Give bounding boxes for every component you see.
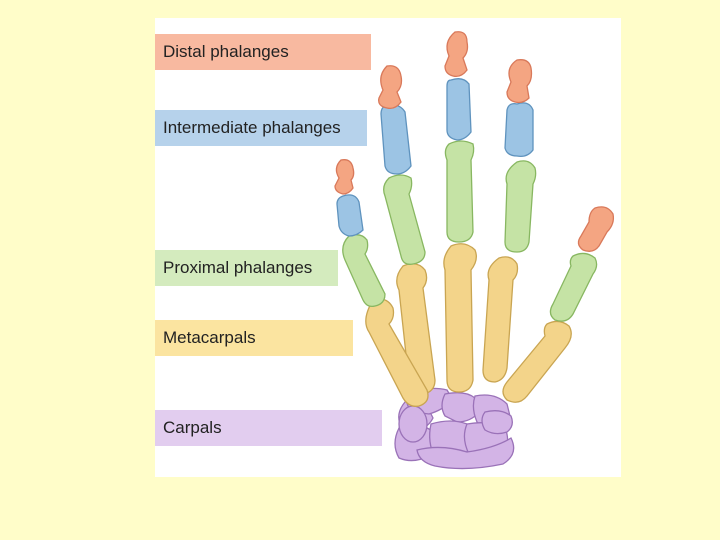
carpal-left-oval — [398, 405, 428, 443]
little-finger — [334, 159, 429, 407]
proximal-phalanx-middle — [444, 140, 475, 243]
distal-phalanx-thumb — [577, 206, 615, 252]
index-finger — [482, 59, 537, 383]
hand-skeleton-illustration — [334, 31, 615, 470]
intermediate-phalanx-little — [336, 194, 364, 237]
label-distal-phalanges: Distal phalanges — [155, 34, 371, 70]
metacarpal-index — [482, 256, 519, 383]
label-intermediate-phalanges: Intermediate phalanges — [155, 110, 367, 146]
proximal-phalanx-index — [504, 160, 537, 253]
proximal-phalanx-ring — [383, 174, 426, 265]
carpals-group — [394, 387, 515, 470]
intermediate-phalanx-index — [504, 102, 534, 158]
label-carpals: Carpals — [155, 410, 382, 446]
label-metacarpals: Metacarpals — [155, 320, 353, 356]
metacarpal-thumb — [502, 320, 572, 403]
intermediate-phalanx-ring — [380, 104, 412, 175]
distal-phalanx-little — [334, 159, 355, 195]
thumb — [502, 206, 615, 403]
distal-phalanx-index — [506, 59, 533, 104]
distal-phalanx-middle — [444, 31, 469, 78]
proximal-phalanx-thumb — [549, 252, 598, 322]
hand-diagram-panel: Distal phalanges Intermediate phalanges … — [155, 18, 621, 477]
middle-finger — [443, 31, 477, 393]
carpal-capitate — [441, 392, 480, 423]
distal-phalanx-ring — [378, 65, 403, 110]
ring-finger — [378, 65, 436, 395]
metacarpal-ring — [396, 263, 436, 395]
proximal-phalanx-little — [342, 234, 386, 308]
metacarpal-middle — [443, 243, 477, 393]
carpal-lower-row — [416, 437, 515, 470]
metacarpal-little — [365, 298, 429, 407]
intermediate-phalanx-middle — [446, 78, 472, 141]
label-proximal-phalanges: Proximal phalanges — [155, 250, 338, 286]
carpal-pisiform — [481, 410, 513, 435]
